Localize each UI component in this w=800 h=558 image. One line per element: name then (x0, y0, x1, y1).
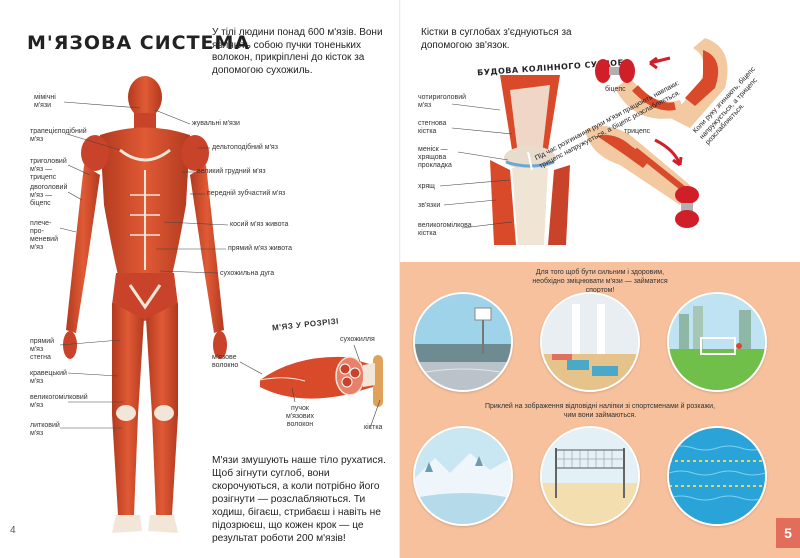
label-deltoid: дельтоподібний м'яз (212, 144, 278, 151)
scene-football-field (667, 292, 767, 392)
label-rectus-femoris: прямий м'яз стегна (30, 338, 55, 361)
label-quadriceps: чотириголовий м'яз (418, 94, 467, 109)
arm-flexion-illustration (595, 38, 728, 128)
arm-extension-illustration (585, 126, 699, 228)
label-tendinous-arch: сухожильна дуга (220, 270, 275, 277)
sticker-text: Приклей на зображення відповідні наліпки… (484, 403, 716, 419)
label-serratus: передній зубчастий м'яз (207, 190, 286, 197)
left-page: М'ЯЗОВА СИСТЕМА У тілі людини понад 600 … (10, 27, 386, 544)
sport-panel: Для того щоб бути сильним і здоровим, не… (400, 262, 800, 558)
label-oblique: косий м'яз живота (230, 221, 289, 228)
scene-swimming-pool (667, 426, 767, 526)
label-pectoralis: великий грудний м'яз (197, 168, 266, 175)
page-number-badge: 5 (776, 518, 800, 548)
page-title: М'ЯЗОВА СИСТЕМА (27, 32, 251, 54)
bottom-text: М'язи змушують наше тіло рухатися. Щоб з… (212, 455, 386, 544)
knee-leader-lines (439, 103, 513, 229)
scene-gym (540, 292, 640, 392)
section-leader-lines (239, 344, 381, 429)
label-mimic-muscles: мімічні м'язи (34, 94, 56, 109)
label-bone: кістка (364, 424, 383, 431)
scene-beach-volleyball (540, 426, 640, 526)
scene-basketball-court (413, 292, 513, 392)
muscle-cross-section-illustration (259, 355, 383, 407)
label-arm-biceps: біцепс (605, 86, 626, 93)
label-trapezius: трапецієподібний м'яз (30, 128, 87, 143)
label-biceps: двоголовий м'яз — біцепс (30, 184, 68, 207)
label-rectus-abdominis: прямий м'яз живота (228, 245, 293, 252)
label-femur: стегнова кістка (418, 120, 447, 135)
label-cartilage: хрящ (418, 183, 435, 190)
label-masseter: жувальні м'язи (192, 120, 240, 127)
label-muscle-fiber: м'язове волокно (212, 354, 239, 369)
label-sartorius: кравецький м'яз (30, 370, 67, 385)
right-intro-text: Кістки в суглобах з'єднуються за допомог… (421, 27, 572, 51)
label-tendon: сухожилля (340, 336, 375, 343)
right-page: Кістки в суглобах з'єднуються за допомог… (400, 0, 800, 558)
label-fiber-bundle: пучок м'язових волокон (285, 405, 315, 428)
label-leader-lines (59, 101, 229, 429)
label-calf: литковий м'яз (30, 422, 60, 437)
page-number-left: 4 (10, 525, 16, 536)
sport-text: Для того щоб бути сильним і здоровим, не… (532, 269, 668, 294)
label-meniscus: меніск — хрящова прокладка (418, 146, 452, 169)
label-tibia: великогомілкова кістка (418, 222, 472, 237)
intro-text: У тілі людини понад 600 м'язів. Вони явл… (212, 27, 383, 76)
label-tibialis: великогомілковий м'яз (30, 394, 88, 409)
label-triceps: триголовий м'яз — трицепс (30, 158, 67, 181)
label-ligaments: зв'язки (418, 202, 441, 209)
scene-winter-slope (413, 426, 513, 526)
label-arm-triceps: трицепс (624, 128, 651, 135)
label-brachioradialis: плече-про-меневий м'яз (30, 220, 59, 251)
